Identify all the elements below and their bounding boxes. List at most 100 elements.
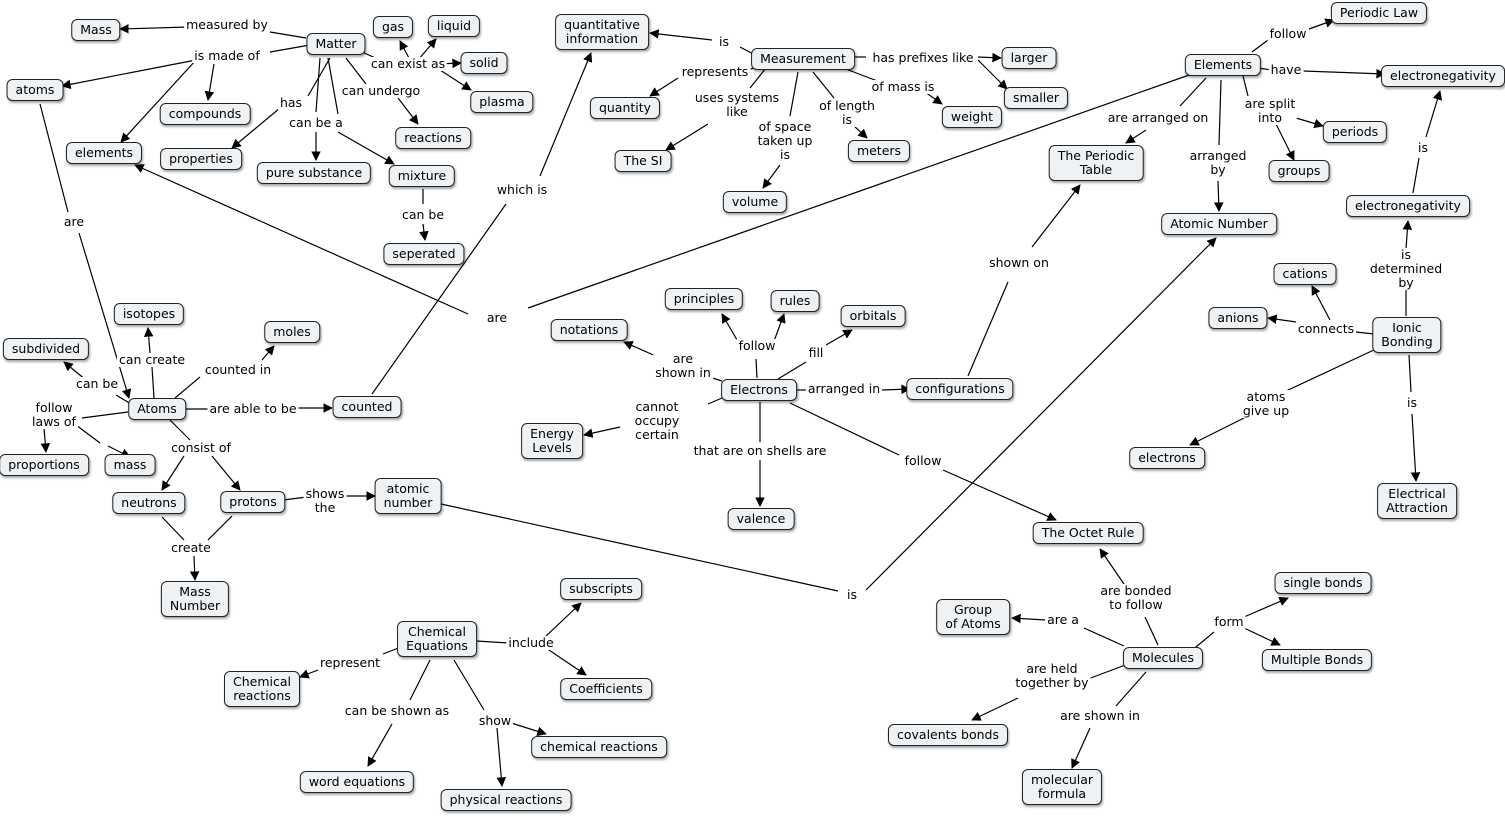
node-periodic-table[interactable]: The Periodic Table bbox=[1048, 145, 1144, 181]
node-configurations[interactable]: configurations bbox=[906, 378, 1014, 400]
node-elements[interactable]: Elements bbox=[1184, 54, 1262, 76]
connector-line bbox=[231, 107, 281, 149]
node-chemical-equations[interactable]: Chemical Equations bbox=[397, 621, 477, 657]
node-proportions[interactable]: proportions bbox=[0, 454, 89, 476]
link-label-prefixes: has prefixes like bbox=[870, 50, 976, 65]
node-seperated[interactable]: seperated bbox=[383, 243, 465, 265]
node-reactions[interactable]: reactions bbox=[395, 127, 471, 149]
node-larger[interactable]: larger bbox=[1001, 47, 1057, 69]
node-compounds[interactable]: compounds bbox=[159, 103, 251, 125]
connector-line bbox=[39, 103, 69, 213]
node-mass[interactable]: Mass bbox=[71, 19, 121, 41]
connector-line bbox=[977, 52, 1002, 63]
connector-line bbox=[1412, 157, 1420, 194]
node-chemical-reactions-right[interactable]: chemical reactions bbox=[531, 736, 667, 758]
link-label-shown-in-molecules: are shown in bbox=[1058, 708, 1142, 723]
node-group-of-atoms[interactable]: Group of Atoms bbox=[936, 599, 1010, 635]
node-mass-number[interactable]: Mass Number bbox=[160, 581, 230, 617]
node-covalent-bonds[interactable]: covalents bonds bbox=[887, 724, 1009, 746]
connector-line bbox=[1031, 184, 1081, 248]
node-ionic-bonding[interactable]: Ionic Bonding bbox=[1372, 317, 1442, 353]
connector-line bbox=[345, 57, 367, 85]
node-electronegativity-top[interactable]: electronegativity bbox=[1381, 65, 1505, 87]
node-octet-rule[interactable]: The Octet Rule bbox=[1032, 522, 1144, 544]
link-label-has: has bbox=[277, 95, 305, 110]
node-electrons-small[interactable]: electrons bbox=[1129, 447, 1205, 469]
node-groups[interactable]: groups bbox=[1268, 160, 1330, 182]
node-rules[interactable]: rules bbox=[770, 290, 820, 312]
node-mass-small[interactable]: mass bbox=[104, 454, 156, 476]
node-atomic-number[interactable]: Atomic Number bbox=[1161, 213, 1277, 235]
node-smaller[interactable]: smaller bbox=[1003, 87, 1069, 109]
node-atomic-number-small[interactable]: atomic number bbox=[374, 478, 442, 514]
node-measurement[interactable]: Measurement bbox=[751, 48, 855, 70]
connector-line bbox=[174, 376, 201, 399]
node-cations[interactable]: cations bbox=[1273, 263, 1337, 285]
link-label-represent: represent bbox=[317, 655, 383, 670]
connector-line bbox=[777, 361, 807, 380]
node-quantitative-information[interactable]: quantitative information bbox=[555, 14, 649, 50]
node-meters[interactable]: meters bbox=[847, 140, 911, 162]
connector-line bbox=[527, 73, 1193, 309]
connector-line bbox=[61, 59, 197, 90]
node-single-bonds[interactable]: single bonds bbox=[1274, 572, 1372, 594]
node-liquid[interactable]: liquid bbox=[427, 15, 481, 37]
node-gas[interactable]: gas bbox=[372, 16, 414, 38]
node-elements-left[interactable]: elements bbox=[65, 142, 143, 164]
node-mixture[interactable]: mixture bbox=[388, 165, 456, 187]
link-label-determined-by: is determined by bbox=[1367, 247, 1445, 290]
node-subscripts[interactable]: subscripts bbox=[560, 578, 642, 600]
node-notations[interactable]: notations bbox=[550, 319, 628, 341]
connector-line bbox=[789, 71, 799, 117]
node-protons[interactable]: protons bbox=[220, 491, 286, 513]
node-valence[interactable]: valence bbox=[727, 508, 795, 530]
node-properties[interactable]: properties bbox=[160, 148, 242, 170]
node-subdivided[interactable]: subdivided bbox=[2, 338, 90, 360]
link-label-connects: connects bbox=[1295, 321, 1357, 336]
connector-line bbox=[261, 345, 275, 361]
node-coefficients[interactable]: Coefficients bbox=[560, 678, 652, 700]
link-label-shown-as: can be shown as bbox=[342, 703, 452, 718]
node-pure-substance[interactable]: pure substance bbox=[256, 162, 372, 184]
node-chemical-reactions-left[interactable]: Chemical reactions bbox=[224, 671, 300, 707]
connector-line bbox=[440, 503, 839, 592]
node-electrons[interactable]: Electrons bbox=[721, 379, 797, 401]
node-the-si[interactable]: The SI bbox=[614, 150, 672, 172]
node-energy-levels[interactable]: Energy Levels bbox=[521, 423, 583, 459]
node-isotopes[interactable]: isotopes bbox=[113, 303, 185, 325]
node-solid[interactable]: solid bbox=[460, 52, 508, 74]
node-matter[interactable]: Matter bbox=[306, 33, 366, 55]
node-weight[interactable]: weight bbox=[941, 106, 1003, 128]
connector-line bbox=[1144, 616, 1159, 646]
node-neutrons[interactable]: neutrons bbox=[112, 492, 186, 514]
node-physical-reactions[interactable]: physical reactions bbox=[440, 789, 572, 811]
node-periodic-law[interactable]: Periodic Law bbox=[1330, 2, 1428, 24]
connector-line bbox=[971, 697, 1019, 721]
node-periods[interactable]: periods bbox=[1322, 121, 1388, 143]
link-label-can-be-mixture: can be bbox=[399, 207, 447, 222]
node-multiple-bonds[interactable]: Multiple Bonds bbox=[1261, 649, 1373, 671]
node-moles[interactable]: moles bbox=[264, 321, 320, 343]
node-atoms[interactable]: Atoms bbox=[128, 398, 186, 420]
node-word-equations[interactable]: word equations bbox=[299, 771, 415, 793]
node-anions[interactable]: anions bbox=[1208, 307, 1268, 329]
link-label-consist-of: consist of bbox=[169, 440, 233, 455]
node-electronegativity-mid[interactable]: electronegativity bbox=[1346, 195, 1470, 217]
node-quantity[interactable]: quantity bbox=[589, 97, 661, 119]
node-volume[interactable]: volume bbox=[722, 191, 788, 213]
connector-line bbox=[507, 721, 547, 736]
node-principles[interactable]: principles bbox=[664, 288, 744, 310]
node-electrical-attraction[interactable]: Electrical Attraction bbox=[1377, 483, 1457, 519]
node-molecules[interactable]: Molecules bbox=[1122, 647, 1204, 669]
connector-line bbox=[545, 647, 587, 676]
connector-line bbox=[1267, 314, 1297, 324]
connector-line bbox=[1179, 77, 1207, 107]
node-counted[interactable]: counted bbox=[332, 396, 402, 418]
connector-line bbox=[327, 57, 339, 115]
node-molecular-formula[interactable]: molecular formula bbox=[1021, 769, 1103, 805]
link-label-can-create: can create bbox=[116, 352, 188, 367]
node-atoms-small[interactable]: atoms bbox=[6, 79, 64, 101]
node-plasma[interactable]: plasma bbox=[470, 91, 534, 113]
node-orbitals[interactable]: orbitals bbox=[840, 305, 906, 327]
